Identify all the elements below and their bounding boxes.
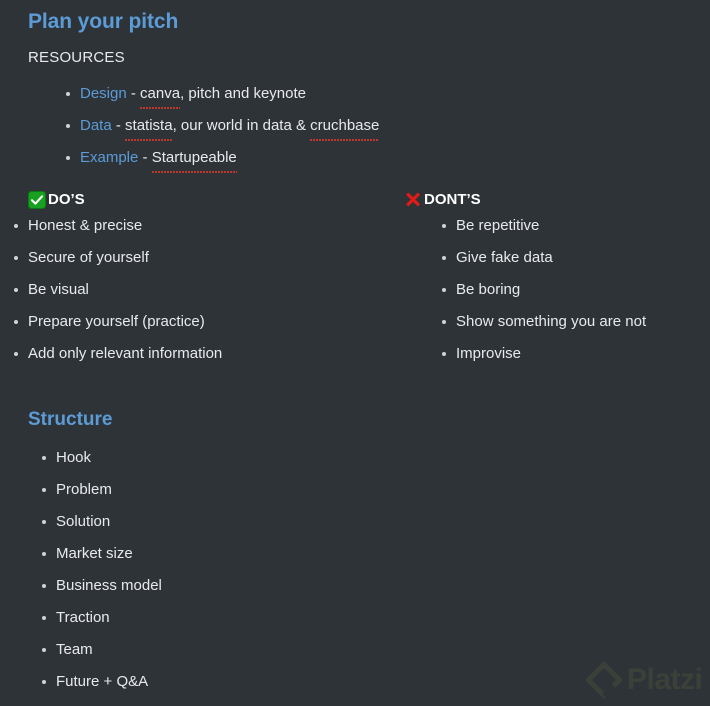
white-check-mark-icon	[28, 191, 46, 209]
list-item: Be visual	[13, 274, 222, 306]
platzi-watermark: Platzi	[585, 657, 705, 703]
list-item: Data - statista, our world in data & cru…	[65, 110, 380, 142]
resource-dash: -	[111, 117, 126, 134]
list-item: Design - canva, pitch and keynote	[65, 78, 379, 110]
cross-mark-icon	[404, 191, 422, 209]
list-item: Hook	[42, 442, 162, 474]
list-item: Show something you are not	[441, 306, 646, 338]
resources-list: Design - canva, pitch and keynote Data -…	[65, 78, 380, 174]
misspelled-word: Startupeable	[151, 142, 237, 174]
list-item: Example - Startupeable	[65, 142, 379, 174]
list-item: Honest & precise	[13, 210, 222, 242]
dos-heading-label: DO’S	[48, 191, 85, 208]
donts-column: DONT’S Be repetitive Give fake data Be b…	[404, 190, 646, 370]
list-item: Solution	[42, 506, 162, 538]
list-item: Traction	[42, 602, 162, 634]
list-item: Problem	[42, 474, 162, 506]
platzi-wordmark: Platzi	[627, 663, 703, 696]
list-item: Market size	[42, 538, 162, 570]
dos-heading: DO’S	[28, 190, 222, 210]
list-item: Be boring	[441, 274, 646, 306]
donts-heading-label: DONT’S	[424, 191, 481, 208]
misspelled-word: cruchbase	[310, 110, 380, 142]
misspelled-word: statista	[125, 110, 173, 142]
platzi-logo-icon	[585, 661, 623, 699]
list-item: Improvise	[441, 338, 646, 370]
resource-link-design[interactable]: Design	[80, 85, 127, 102]
resource-link-example[interactable]: Example	[80, 149, 139, 166]
list-item: Future + Q&A	[42, 666, 162, 698]
resources-label: RESOURCES	[28, 49, 125, 66]
donts-heading: DONT’S	[404, 190, 646, 210]
dos-list: Honest & precise Secure of yourself Be v…	[13, 210, 222, 370]
resource-link-data[interactable]: Data	[80, 117, 112, 134]
page-title: Plan your pitch	[28, 10, 179, 33]
list-item: Give fake data	[441, 242, 646, 274]
resource-text: , our world in data &	[172, 117, 311, 134]
structure-heading: Structure	[28, 409, 113, 430]
list-item: Team	[42, 634, 162, 666]
resource-text: , pitch and keynote	[180, 85, 306, 102]
dos-column: DO’S Honest & precise Secure of yourself…	[13, 190, 222, 370]
list-item: Be repetitive	[441, 210, 646, 242]
list-item: Add only relevant information	[13, 338, 222, 370]
structure-list: Hook Problem Solution Market size Busine…	[42, 442, 162, 698]
list-item: Secure of yourself	[13, 242, 222, 274]
resource-dash: -	[138, 149, 152, 166]
list-item: Prepare yourself (practice)	[13, 306, 222, 338]
donts-list: Be repetitive Give fake data Be boring S…	[441, 210, 646, 370]
list-item: Business model	[42, 570, 162, 602]
misspelled-word: canva	[140, 78, 181, 110]
resource-dash: -	[126, 85, 141, 102]
